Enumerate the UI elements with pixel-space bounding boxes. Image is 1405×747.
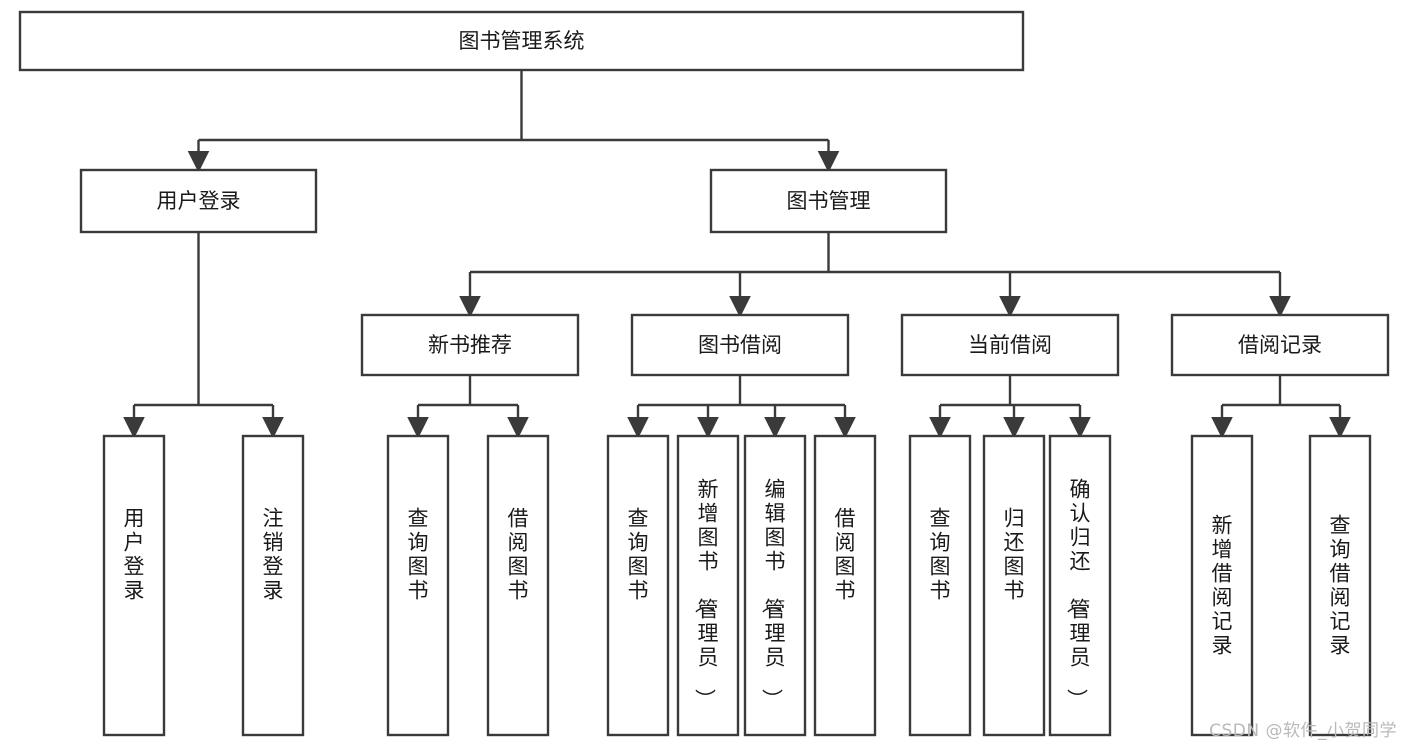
leaf-node-3-rect[interactable] (486, 434, 550, 737)
leaf-node-5-label: 新增图书（管理员） (693, 478, 719, 710)
level2-node-0-rect[interactable] (79, 168, 318, 234)
leaf-node-8-label: 查询图书 (930, 507, 951, 603)
leaf-node-12-label: 查询借阅记录 (1330, 514, 1351, 658)
leaf-node-2-rect[interactable] (386, 434, 450, 737)
leaf-node-11-label: 新增借阅记录 (1212, 514, 1233, 658)
root-node-book-management-system-label: 图书管理系统 (459, 29, 585, 53)
leaf-node-6-rect[interactable] (743, 434, 807, 737)
leaf-node-10[interactable]: 确认归还（管理员） (1048, 434, 1112, 737)
leaf-node-6-label: 编辑图书（管理员） (760, 478, 786, 710)
leaf-node-8-rect[interactable] (908, 434, 972, 737)
leaf-node-11-rect[interactable] (1190, 434, 1254, 737)
level2-node-1-label: 图书管理 (787, 189, 871, 213)
level3-node-1[interactable]: 图书借阅 (630, 313, 850, 377)
level3-node-0[interactable]: 新书推荐 (360, 313, 580, 377)
level3-node-3-rect[interactable] (1170, 313, 1390, 377)
leaf-node-0[interactable]: 用户登录 (102, 434, 166, 737)
leaf-node-2[interactable]: 查询图书 (386, 434, 450, 737)
leaf-node-8[interactable]: 查询图书 (908, 434, 972, 737)
leaf-node-10-label: 确认归还（管理员） (1065, 478, 1091, 710)
leaf-node-5[interactable]: 新增图书（管理员） (676, 434, 740, 737)
leaf-node-4-label: 查询图书 (628, 507, 649, 603)
leaf-node-5-rect[interactable] (676, 434, 740, 737)
leaf-node-9-rect[interactable] (982, 434, 1046, 737)
level3-node-0-rect[interactable] (360, 313, 580, 377)
leaf-node-9-label: 归还图书 (1004, 507, 1025, 603)
leaf-node-0-label: 用户登录 (124, 507, 145, 603)
leaf-node-12[interactable]: 查询借阅记录 (1308, 434, 1372, 737)
leaf-node-0-rect[interactable] (102, 434, 166, 737)
leaf-node-1-label: 注销登录 (263, 507, 284, 603)
leaf-node-4[interactable]: 查询图书 (606, 434, 670, 737)
leaf-node-7[interactable]: 借阅图书 (813, 434, 877, 737)
connector-lines (123, 70, 1351, 439)
leaf-node-2-label: 查询图书 (408, 507, 429, 603)
level3-node-2-rect[interactable] (900, 313, 1120, 377)
node-boxes: 图书管理系统用户登录图书管理新书推荐图书借阅当前借阅借阅记录用户登录注销登录查询… (18, 10, 1390, 737)
leaf-node-12-rect[interactable] (1308, 434, 1372, 737)
leaf-node-3-label: 借阅图书 (508, 507, 529, 603)
leaf-node-1-rect[interactable] (241, 434, 305, 737)
level3-node-1-label: 图书借阅 (698, 333, 782, 357)
level2-node-0[interactable]: 用户登录 (79, 168, 318, 234)
root-node-book-management-system-rect[interactable] (18, 10, 1025, 72)
leaf-node-10-rect[interactable] (1048, 434, 1112, 737)
level3-node-3-label: 借阅记录 (1238, 333, 1322, 357)
level3-node-2[interactable]: 当前借阅 (900, 313, 1120, 377)
level3-node-2-label: 当前借阅 (968, 333, 1052, 357)
leaf-node-1[interactable]: 注销登录 (241, 434, 305, 737)
level2-node-0-label: 用户登录 (157, 189, 241, 213)
level3-node-1-rect[interactable] (630, 313, 850, 377)
level3-node-0-label: 新书推荐 (428, 333, 512, 357)
level2-node-1-rect[interactable] (709, 168, 948, 234)
leaf-node-3[interactable]: 借阅图书 (486, 434, 550, 737)
root-node-book-management-system[interactable]: 图书管理系统 (18, 10, 1025, 72)
leaf-node-9[interactable]: 归还图书 (982, 434, 1046, 737)
leaf-node-11[interactable]: 新增借阅记录 (1190, 434, 1254, 737)
leaf-node-7-rect[interactable] (813, 434, 877, 737)
leaf-node-6[interactable]: 编辑图书（管理员） (743, 434, 807, 737)
level2-node-1[interactable]: 图书管理 (709, 168, 948, 234)
level3-node-3[interactable]: 借阅记录 (1170, 313, 1390, 377)
leaf-node-4-rect[interactable] (606, 434, 670, 737)
leaf-node-7-label: 借阅图书 (835, 507, 856, 603)
